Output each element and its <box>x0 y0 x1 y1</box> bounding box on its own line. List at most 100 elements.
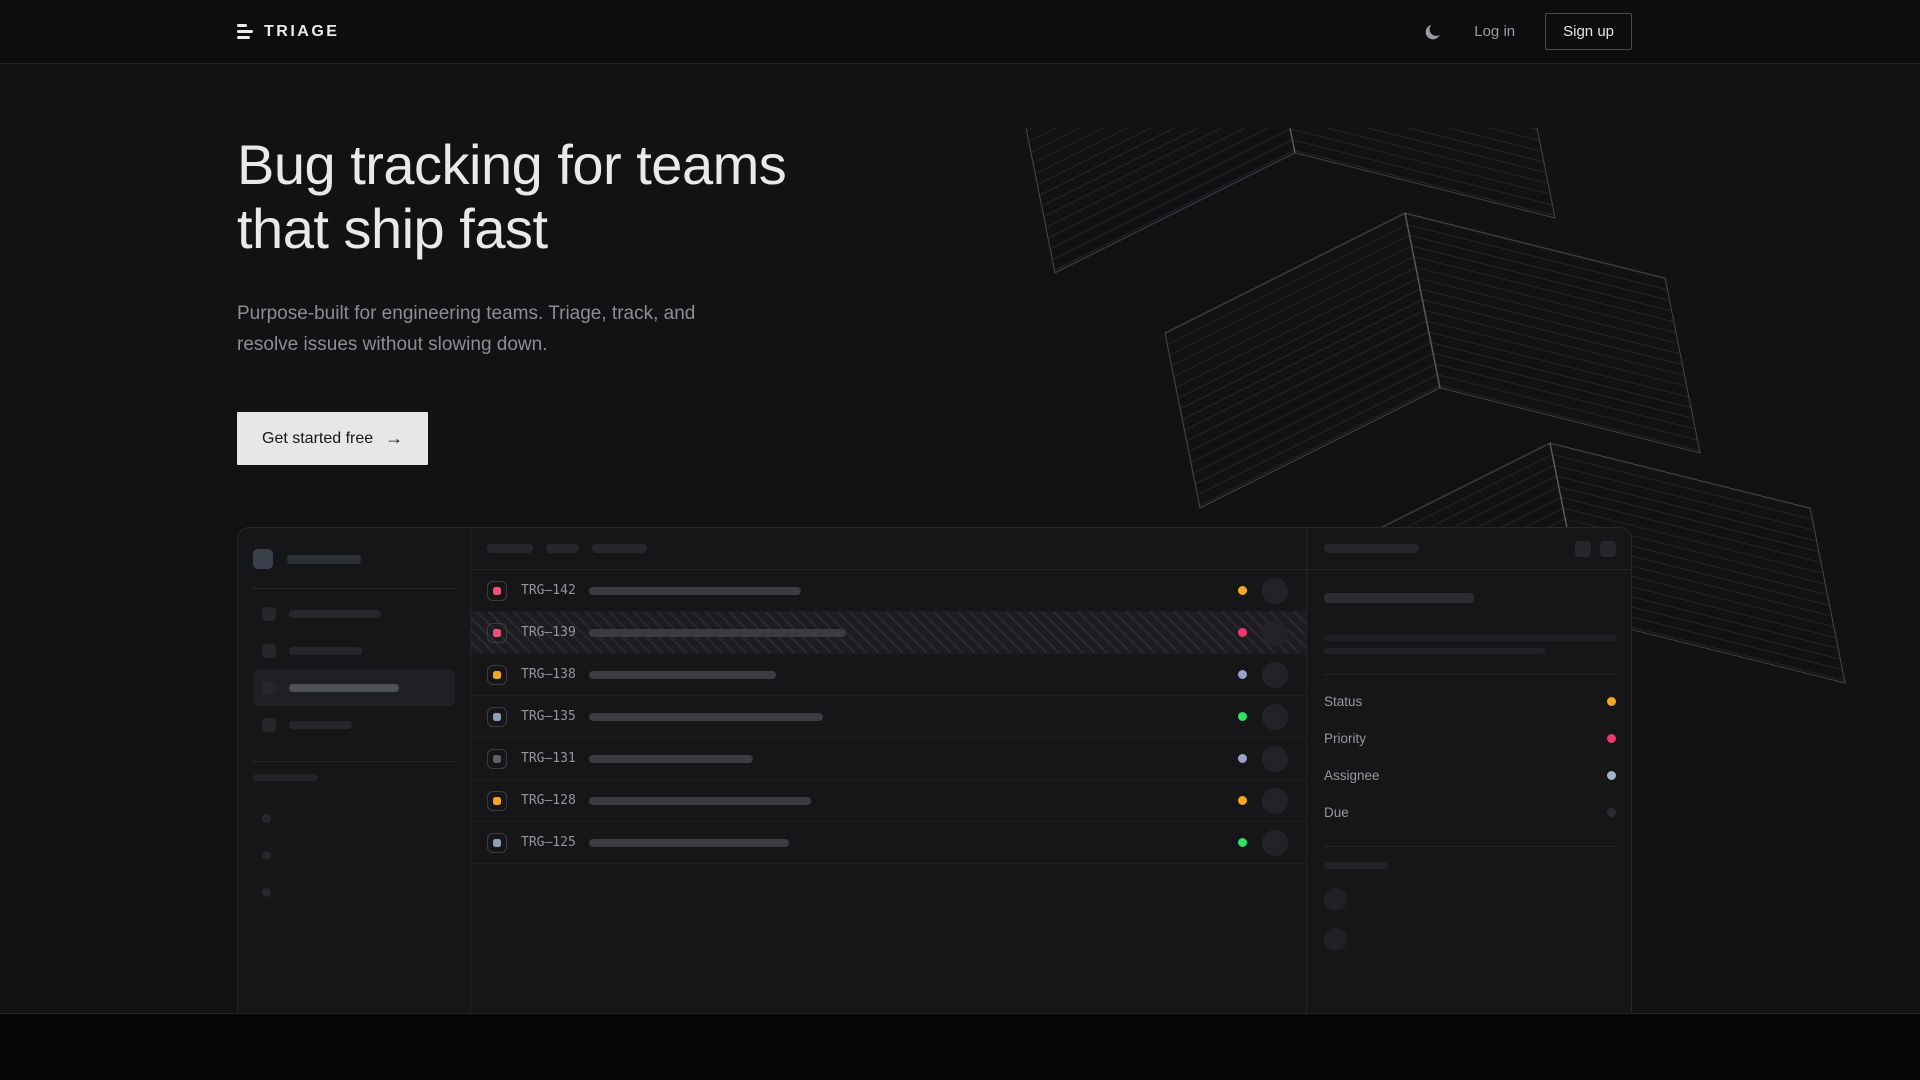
assignee-avatar[interactable] <box>1262 829 1288 856</box>
detail-fields: Status Priority Assignee Due <box>1324 683 1616 831</box>
issue-type-icon <box>487 622 507 643</box>
status-dot <box>1238 796 1247 805</box>
divider <box>252 761 456 762</box>
issue-type-icon <box>487 748 507 769</box>
assignee-avatar[interactable] <box>1262 745 1288 772</box>
field-label: Due <box>1324 805 1349 820</box>
detail-field-row[interactable]: Assignee <box>1324 757 1616 794</box>
issue-id: TRG–131 <box>521 751 576 766</box>
assignee-avatar[interactable] <box>1262 661 1288 688</box>
nav-item-icon <box>262 717 276 732</box>
section-header-skeleton <box>1324 862 1388 869</box>
issue-type-icon <box>487 580 507 601</box>
preview-sidebar <box>238 528 471 1013</box>
field-label: Status <box>1324 694 1363 709</box>
issue-row[interactable]: TRG–138 <box>471 654 1306 696</box>
nav-item-label-skeleton <box>289 683 399 692</box>
divider <box>1324 846 1616 847</box>
field-value-dot <box>1607 697 1616 706</box>
assignee-avatar[interactable] <box>1262 703 1288 730</box>
issue-title-skeleton <box>589 712 823 721</box>
issue-id: TRG–139 <box>521 625 576 640</box>
get-started-button[interactable]: Get started free → <box>237 412 429 465</box>
filter-tab-skeleton[interactable] <box>487 544 533 553</box>
issue-title-skeleton <box>589 754 753 763</box>
issue-type-icon <box>487 664 507 685</box>
detail-field-row[interactable]: Status <box>1324 683 1616 720</box>
issue-row[interactable]: TRG–142 <box>471 570 1306 612</box>
issue-id: TRG–135 <box>521 709 576 724</box>
detail-field-row[interactable]: Priority <box>1324 720 1616 757</box>
issue-title-skeleton <box>589 838 789 847</box>
sidebar-bullet <box>262 888 271 897</box>
theme-toggle-moon-icon[interactable] <box>1422 21 1444 43</box>
detail-action-icon[interactable] <box>1575 540 1591 557</box>
footer <box>0 1014 1920 1080</box>
status-dot <box>1238 838 1247 847</box>
field-value-dot <box>1607 771 1616 780</box>
issue-id: TRG–142 <box>521 583 576 598</box>
detail-action-icon[interactable] <box>1600 540 1616 557</box>
nav-item-icon <box>262 643 276 658</box>
issue-id: TRG–128 <box>521 793 576 808</box>
workspace-name-skeleton <box>287 554 361 564</box>
hero-section: Bug tracking for teams that ship fast Pu… <box>0 64 1920 1014</box>
nav-item-label-skeleton <box>289 720 352 729</box>
nav-item-icon <box>262 680 276 695</box>
description-line-skeleton <box>1324 635 1616 641</box>
filter-tab-skeleton[interactable] <box>592 544 647 553</box>
hero-headline: Bug tracking for teams that ship fast <box>237 133 787 260</box>
nav-item-label-skeleton <box>289 646 362 655</box>
issue-list-header <box>471 528 1306 570</box>
divider <box>252 588 456 589</box>
divider <box>1324 674 1616 675</box>
assignee-avatar[interactable] <box>1262 619 1288 646</box>
issue-title-skeleton <box>589 670 776 679</box>
issue-title-skeleton <box>589 628 846 637</box>
description-line-skeleton <box>1324 648 1546 654</box>
sidebar-bullet <box>262 851 271 860</box>
activity-avatar-skeleton <box>1324 888 1347 911</box>
assignee-avatar[interactable] <box>1262 787 1288 814</box>
issue-title-skeleton <box>589 796 811 805</box>
issue-list-rows: TRG–142 TRG–139 TRG–138 TRG–1 <box>471 570 1306 864</box>
activity-avatar-skeleton <box>1324 928 1347 951</box>
app-preview-window: TRG–142 TRG–139 TRG–138 TRG–1 <box>237 527 1633 1013</box>
top-nav: TRIAGE Log in Sign up <box>0 0 1920 64</box>
sidebar-nav-item[interactable] <box>253 595 455 632</box>
login-link[interactable]: Log in <box>1474 23 1516 40</box>
issue-title-skeleton <box>1324 593 1474 603</box>
filter-tab-skeleton[interactable] <box>546 544 579 553</box>
brand-logo[interactable]: TRIAGE <box>237 23 339 41</box>
signup-button[interactable]: Sign up <box>1545 13 1632 50</box>
sidebar-nav-item[interactable] <box>253 632 455 669</box>
status-dot <box>1238 586 1247 595</box>
field-value-dot <box>1607 808 1616 817</box>
field-value-dot <box>1607 734 1616 743</box>
issue-id: TRG–138 <box>521 667 576 682</box>
assignee-avatar[interactable] <box>1262 577 1288 604</box>
hero-subtitle: Purpose-built for engineering teams. Tri… <box>237 303 696 355</box>
field-label: Priority <box>1324 731 1367 746</box>
issue-row[interactable]: TRG–125 <box>471 822 1306 864</box>
nav-item-icon <box>262 606 276 621</box>
issue-row[interactable]: TRG–128 <box>471 780 1306 822</box>
field-label: Assignee <box>1324 768 1380 783</box>
issue-row[interactable]: TRG–131 <box>471 738 1306 780</box>
brand-name: TRIAGE <box>264 22 340 40</box>
section-header-skeleton <box>253 774 318 781</box>
nav-item-label-skeleton <box>289 609 381 618</box>
status-dot <box>1238 712 1247 721</box>
issue-id: TRG–125 <box>521 835 576 850</box>
issue-type-icon <box>487 706 507 727</box>
sidebar-nav-item-active[interactable] <box>253 669 455 706</box>
issue-type-icon <box>487 790 507 811</box>
sidebar-bullet <box>262 814 271 823</box>
detail-field-row[interactable]: Due <box>1324 794 1616 831</box>
status-dot <box>1238 628 1247 637</box>
status-dot <box>1238 670 1247 679</box>
issue-row[interactable]: TRG–135 <box>471 696 1306 738</box>
issue-row[interactable]: TRG–139 <box>471 612 1306 654</box>
sidebar-nav-item[interactable] <box>253 706 455 743</box>
workspace-avatar[interactable] <box>253 549 273 569</box>
